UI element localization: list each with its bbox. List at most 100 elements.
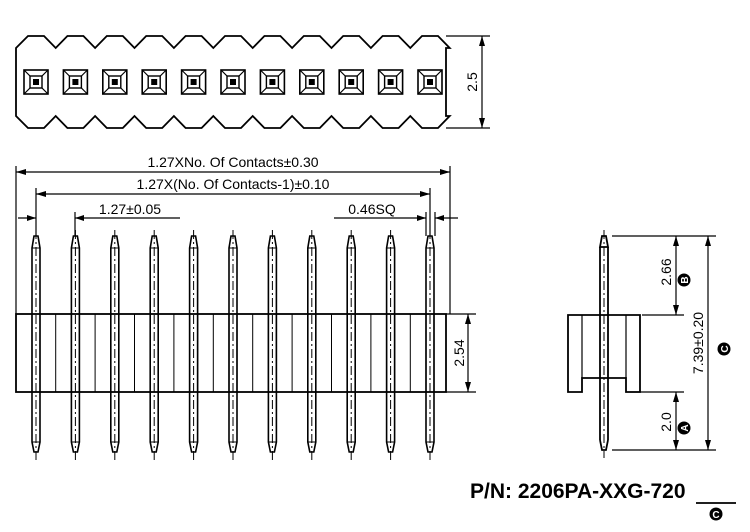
top-contact-chamfer	[338, 87, 346, 95]
top-contact-pin-square	[33, 79, 39, 85]
pin-span-label: 1.27X(No. Of Contacts-1)±0.10	[137, 176, 330, 192]
top-contact-chamfer	[317, 69, 325, 77]
pin-size-arrow-right	[435, 215, 444, 221]
top-contact-outer-square	[141, 69, 167, 95]
top-contact-chamfer	[80, 87, 88, 95]
top-contact-chamfer	[23, 87, 31, 95]
top-contact-inner-square	[29, 75, 43, 89]
top-contact-7	[259, 69, 286, 95]
front-view-body	[15, 313, 447, 393]
top-contact-chamfer	[102, 69, 110, 77]
top-contact-1	[23, 69, 49, 95]
top-contact-6	[220, 69, 246, 95]
top-contact-10	[377, 69, 404, 95]
top-contact-chamfer	[238, 69, 246, 77]
top-contact-chamfer	[356, 69, 364, 77]
side-pin-tip-bottom	[599, 439, 609, 451]
top-contact-outer-square	[62, 69, 89, 95]
top-contact-chamfer	[199, 69, 207, 77]
top-contact-chamfer	[181, 87, 189, 95]
top-contact-chamfer	[62, 69, 70, 77]
top-contact-inner-square	[226, 75, 240, 89]
part-number-suffix: 720	[651, 480, 686, 503]
top-contact-outer-square	[259, 69, 286, 95]
top-contact-chamfer	[299, 87, 307, 95]
upper-pin-arrow-down	[673, 305, 679, 315]
top-contact-chamfer	[41, 87, 49, 95]
top-contact-outer-square	[417, 69, 443, 95]
lower-pin-badge: A	[677, 421, 691, 435]
part-number-badge-circle	[709, 507, 723, 521]
top-contact-inner-square	[108, 75, 122, 89]
part-number-badge-letter: C	[712, 510, 719, 521]
top-contact-chamfer	[396, 69, 404, 77]
body-height-arrow-up	[465, 314, 471, 324]
top-contact-chamfer	[259, 69, 267, 77]
top-contact-chamfer	[141, 87, 149, 95]
top-contact-inner-square	[305, 75, 319, 89]
top-contact-chamfer	[220, 69, 228, 77]
top-contact-pin-square	[190, 79, 197, 85]
lower-pin-label: 2.0	[658, 412, 674, 432]
top-contact-chamfer	[317, 87, 325, 95]
top-height-arrow-down	[479, 118, 485, 128]
top-contact-chamfer	[62, 87, 70, 95]
top-contact-inner-square	[423, 75, 437, 89]
top-contact-inner-square	[344, 75, 358, 89]
overall-length-label: 1.27XNo. Of Contacts±0.30	[147, 154, 318, 170]
top-contact-chamfer	[23, 69, 31, 77]
pin-size-label: 0.46SQ	[348, 201, 396, 217]
top-contact-chamfer	[159, 69, 167, 77]
top-contact-outer-square	[338, 69, 365, 95]
top-contact-chamfer	[141, 69, 149, 77]
overall-length-arrow-left	[16, 169, 26, 175]
top-contact-chamfer	[378, 87, 386, 95]
top-contact-chamfer	[396, 87, 404, 95]
upper-pin-badge-letter: B	[680, 276, 691, 283]
top-contact-chamfer	[417, 69, 425, 77]
upper-pin-arrow-up	[673, 236, 679, 246]
body-height-arrow-down	[465, 382, 471, 392]
total-length-label: 7.39±0.20	[690, 312, 706, 374]
top-contact-outer-square	[102, 69, 128, 95]
pin-span-arrow-right	[420, 191, 430, 197]
top-contact-pin-square	[111, 79, 118, 85]
pin-size-arrow-left	[417, 215, 426, 221]
pitch-label: 1.27±0.05	[99, 201, 161, 217]
top-contact-outer-square	[298, 69, 325, 95]
side-pin-tip-top	[598, 235, 610, 248]
top-view-contacts	[23, 69, 443, 95]
top-contact-chamfer	[277, 69, 285, 77]
top-contact-chamfer	[378, 69, 386, 77]
pin-span-arrow-left	[36, 191, 46, 197]
total-length-badge-letter: C	[720, 345, 731, 352]
front-view-pin-centerlines	[35, 230, 431, 460]
top-contact-chamfer	[120, 87, 128, 95]
upper-pin-badge-circle	[677, 273, 691, 287]
top-contact-2	[62, 69, 89, 95]
top-contact-chamfer	[338, 69, 346, 77]
front-view: 1.27XNo. Of Contacts±0.30 1.27X(No. Of C…	[15, 154, 476, 460]
top-contact-pin-square	[427, 79, 433, 85]
top-view: 2.5	[15, 35, 490, 129]
upper-pin-badge: B	[677, 273, 691, 287]
top-contact-chamfer	[356, 87, 364, 95]
top-contact-chamfer	[417, 87, 425, 95]
top-contact-inner-square	[68, 75, 83, 89]
top-contact-pin-square	[151, 79, 158, 85]
top-contact-chamfer	[102, 87, 110, 95]
front-view-body-dividers	[31, 314, 435, 392]
top-contact-chamfer	[80, 69, 88, 77]
lower-pin-arrow-down	[673, 440, 679, 450]
top-contact-chamfer	[159, 87, 167, 95]
part-number-badge: C	[709, 507, 723, 521]
top-contact-chamfer	[181, 69, 189, 77]
top-contact-chamfer	[259, 87, 267, 95]
top-contact-inner-square	[186, 75, 201, 89]
top-contact-chamfer	[199, 87, 207, 95]
lower-pin-badge-circle	[677, 421, 691, 435]
top-contact-inner-square	[147, 75, 161, 89]
top-contact-pin-square	[72, 79, 79, 85]
top-contact-chamfer	[299, 69, 307, 77]
